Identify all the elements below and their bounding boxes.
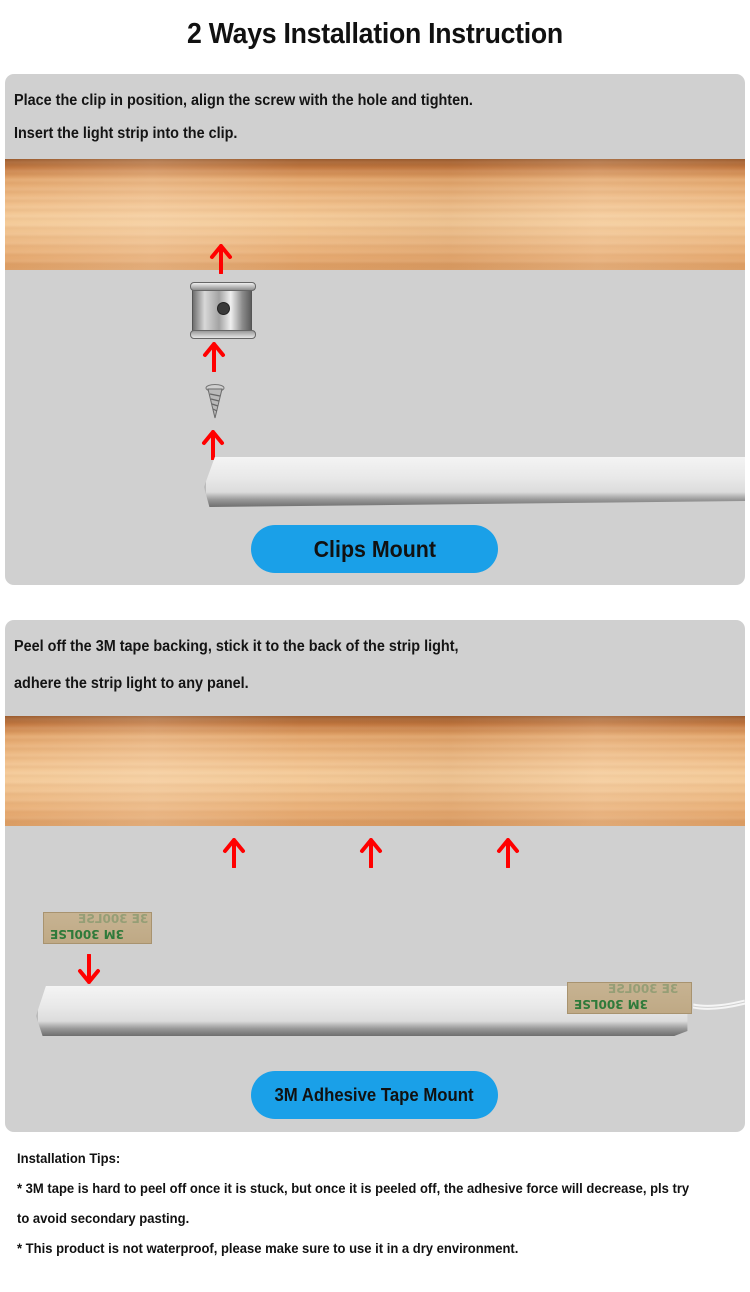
tape-mount-label: 3M Adhesive Tape Mount — [251, 1071, 498, 1119]
arrow-up-icon — [202, 430, 224, 460]
arrow-down-icon — [78, 954, 100, 984]
clips-instruction-line-2: Insert the light strip into the clip. — [14, 125, 238, 142]
tip-2: * This product is not waterproof, please… — [17, 1240, 519, 1256]
tips-heading: Installation Tips: — [17, 1150, 121, 1166]
tip-1-line-2: to avoid secondary pasting. — [17, 1210, 190, 1226]
light-strip-image — [204, 457, 745, 507]
wood-panel-image — [5, 159, 745, 270]
arrow-up-icon — [210, 244, 232, 274]
arrow-up-icon — [360, 838, 382, 868]
tape-instruction-line-1: Peel off the 3M tape backing, stick it t… — [14, 638, 459, 655]
tape-applied-image: 3E 300LSE 3M 300LSE — [567, 982, 692, 1014]
tape-instruction-line-2: adhere the strip light to any panel. — [14, 675, 249, 692]
tape-mount-panel: Peel off the 3M tape backing, stick it t… — [5, 620, 745, 1132]
mounting-clip-image — [190, 282, 256, 339]
clips-mount-panel: Place the clip in position, align the sc… — [5, 74, 745, 585]
screw-image — [205, 384, 225, 419]
clips-instruction-line-1: Place the clip in position, align the sc… — [14, 92, 473, 109]
tip-1-line-1: * 3M tape is hard to peel off once it is… — [17, 1180, 690, 1196]
clips-mount-label: Clips Mount — [251, 525, 498, 573]
arrow-up-icon — [203, 342, 225, 372]
page-title: 2 Ways Installation Instruction — [187, 18, 563, 50]
power-cable-image — [693, 999, 745, 1010]
arrow-up-icon — [497, 838, 519, 868]
wood-panel-image — [5, 716, 745, 826]
arrow-up-icon — [223, 838, 245, 868]
tape-backing-image: 3E 300LSE 3M 300LSE — [43, 912, 152, 944]
